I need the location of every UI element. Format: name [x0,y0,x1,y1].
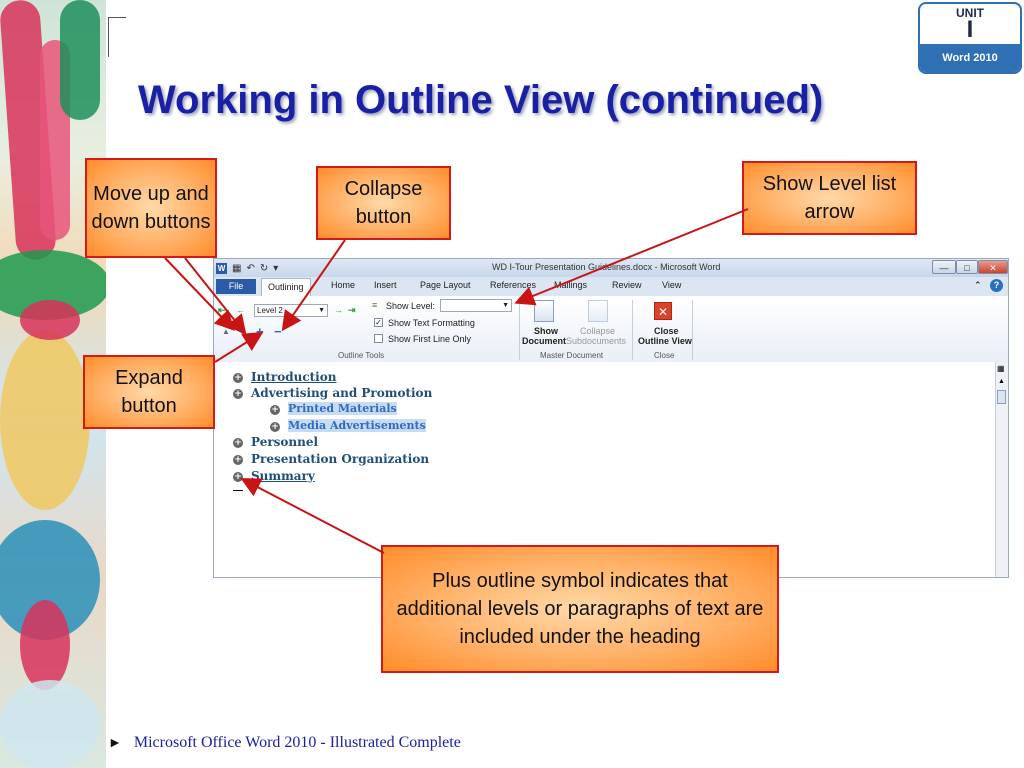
minimize-button[interactable]: — [932,260,956,274]
collapse-subdocuments-label-line2[interactable]: Subdocuments [566,336,627,346]
tab-file[interactable]: File [216,279,256,294]
outline-heading-personnel[interactable]: Personnel [251,435,319,449]
footer-text: Microsoft Office Word 2010 - Illustrated… [133,734,461,751]
tab-home[interactable]: Home [331,280,356,290]
outline-tools-group-label: Outline Tools [338,351,385,360]
arrow-show-level [514,208,749,306]
badge-unit-number: I [966,16,974,43]
tab-mailings[interactable]: Mailings [554,280,588,290]
outline-plus-icon[interactable]: + [270,422,280,432]
scroll-up-icon[interactable]: ▲ [998,378,1005,385]
show-document-label-line1[interactable]: Show [534,326,558,336]
show-level-list-arrow-icon[interactable]: ▼ [502,302,509,309]
help-icon[interactable]: ? [990,279,1003,292]
collapse-subdocuments-label-line1[interactable]: Collapse [580,326,616,336]
corner-rule-horizontal [108,17,126,18]
show-document-icon[interactable] [534,300,554,322]
outline-plus-icon[interactable]: + [270,405,280,415]
close-outline-view-label-line2[interactable]: Outline View [638,336,692,346]
arrow-collapse [281,239,346,332]
decorative-side-art [0,0,106,768]
outline-plus-icon[interactable]: + [233,389,243,399]
move-up-icon[interactable]: ▲ [222,327,230,336]
tab-page-layout[interactable]: Page Layout [420,280,471,290]
collapse-icon[interactable]: − [274,324,282,339]
demote-icon[interactable]: → [334,305,343,315]
show-first-line-only-checkbox[interactable] [374,334,383,343]
outline-heading-presentation-organization[interactable]: Presentation Organization [251,452,430,466]
tab-outlining[interactable]: Outlining [261,278,311,296]
show-first-line-only-label: Show First Line Only [388,334,472,344]
show-level-combo[interactable]: ▼ [440,299,512,312]
show-level-icon: ≡ [372,300,378,310]
callout-collapse: Collapse button [316,166,451,240]
vertical-scrollbar[interactable]: ▦ ▲ [995,362,1008,577]
outline-plus-icon[interactable]: + [233,438,243,448]
unit-badge: UNIT I Word 2010 [918,2,1022,74]
close-outline-view-label-line1[interactable]: Close [654,326,679,336]
corner-rule-vertical [108,17,109,57]
master-document-group-label: Master Document [540,351,604,360]
close-group-label: Close [654,351,675,360]
demote-to-body-icon[interactable]: ⇥ [348,305,356,315]
ribbon-separator [632,300,633,360]
ribbon-separator [692,300,693,360]
undo-icon[interactable]: ↶ [246,262,255,274]
outline-subheading-media-advertisements[interactable]: Media Advertisements [288,419,426,432]
scroll-thumb[interactable] [997,390,1006,404]
bullet-triangle-icon: ► [108,736,122,751]
outline-heading-summary[interactable]: Summary [251,469,315,483]
collapse-subdocuments-icon[interactable] [588,300,608,322]
minimize-ribbon-icon[interactable]: ⌃ [974,280,982,290]
outline-subheading-printed-materials[interactable]: Printed Materials [288,402,397,415]
quick-access-toolbar: W ▦ ↶ ↻ ▾ [216,261,278,275]
badge-product: Word 2010 [920,44,1020,72]
chevron-down-icon: ▼ [318,307,325,314]
outline-heading-advertising[interactable]: Advertising and Promotion [251,386,433,400]
callout-expand: Expand button [83,355,215,429]
close-outline-view-icon[interactable]: ✕ [654,302,672,320]
tab-insert[interactable]: Insert [374,280,397,290]
outline-level-value: Level 2 [257,306,283,315]
ribbon-tabs: File Outlining Home Insert Page Layout R… [214,277,1008,296]
ribbon-separator [519,300,520,360]
outline-plus-icon[interactable]: + [233,373,243,383]
callout-plus-symbol: Plus outline symbol indicates that addit… [381,545,779,673]
redo-icon[interactable]: ↻ [259,262,269,274]
arrow-move-up-down-2 [184,257,247,336]
show-level-label: Show Level: [386,301,436,311]
show-document-label-line2[interactable]: Document [522,336,567,346]
arrow-move-up-down [164,257,235,331]
document-body[interactable]: + Introduction + Advertising and Promoti… [214,362,996,577]
outline-plus-icon[interactable]: + [233,472,243,482]
arrow-expand [214,331,264,363]
tab-view[interactable]: View [662,280,682,290]
expand-icon[interactable]: + [256,324,264,339]
close-window-button[interactable]: ✕ [978,260,1008,274]
customize-qat-icon[interactable]: ▾ [273,262,279,274]
callout-show-level: Show Level list arrow [742,161,917,235]
show-text-formatting-label: Show Text Formatting [388,318,475,328]
callout-move-up-down: Move up and down buttons [85,158,217,258]
promote-icon[interactable]: ← [236,305,245,315]
tab-review[interactable]: Review [612,280,642,290]
outline-heading-introduction[interactable]: Introduction [251,370,337,384]
show-text-formatting-checkbox[interactable]: ✓ [374,318,383,327]
word-app-icon: W [216,262,227,274]
text-cursor [233,490,243,491]
outline-plus-icon[interactable]: + [233,455,243,465]
arrow-plus-symbol [240,478,385,554]
ruler-icon[interactable]: ▦ [997,364,1005,373]
slide-title: Working in Outline View (continued) [138,78,824,122]
word-window: W ▦ ↶ ↻ ▾ WD I-Tour Presentation Guideli… [213,258,1009,578]
badge-unit-label: UNIT [956,6,984,20]
save-icon[interactable]: ▦ [232,262,242,274]
maximize-button[interactable]: □ [956,260,978,274]
tab-references[interactable]: References [490,280,537,290]
slide-footer: ► Microsoft Office Word 2010 - Illustrate… [108,734,461,752]
